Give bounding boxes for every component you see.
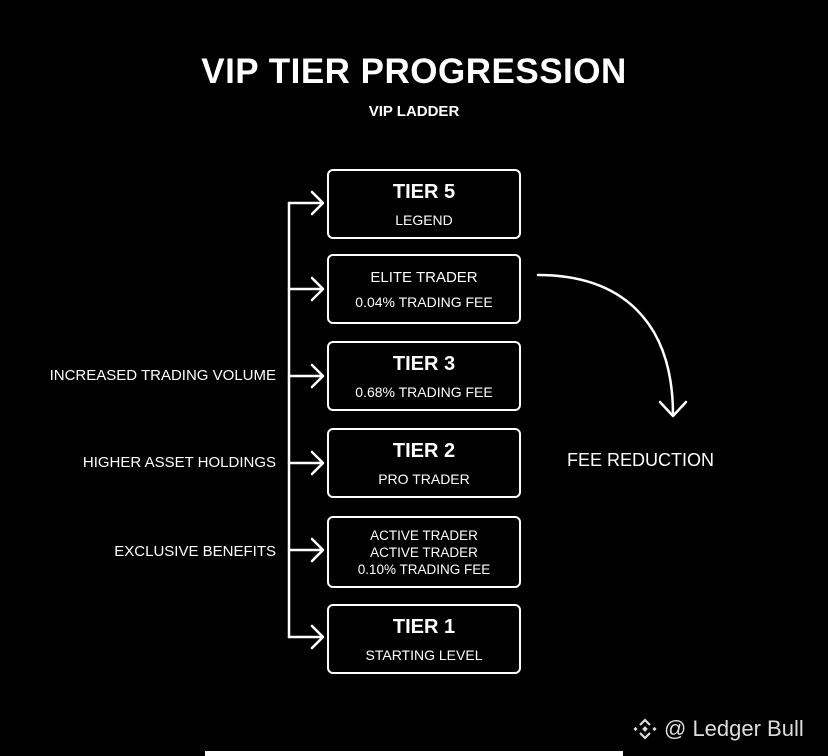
watermark: @ Ledger Bull	[632, 716, 804, 742]
tier-detail: 0.10% TRADING FEE	[357, 561, 491, 577]
elite-trader-box: ELITE TRADER 0.04% TRADING FEE	[327, 254, 521, 324]
tier-2-box: TIER 2 PRO TRADER	[327, 428, 521, 498]
factor-trading-volume: INCREASED TRADING VOLUME	[49, 367, 276, 384]
arrow-tier5	[287, 190, 325, 216]
tier-detail: ELITE TRADER	[370, 268, 478, 286]
watermark-text: @ Ledger Bull	[664, 716, 804, 741]
bottom-bar	[205, 751, 623, 756]
tier-detail: ACTIVE TRADER	[370, 527, 478, 543]
tier-heading: TIER 3	[392, 352, 456, 375]
tier-detail: ACTIVE TRADER	[370, 544, 478, 560]
arrow-tier3	[287, 363, 325, 389]
fee-reduction-arrow	[536, 273, 688, 418]
fee-reduction-label: FEE REDUCTION	[567, 450, 715, 470]
factor-exclusive-benefits: EXCLUSIVE BENEFITS	[114, 543, 276, 560]
tier-3-box: TIER 3 0.68% TRADING FEE	[327, 341, 521, 411]
arrow-active	[287, 537, 325, 563]
tier-heading: TIER 1	[392, 615, 456, 638]
arrow-elite	[287, 276, 325, 302]
tier-detail: 0.68% TRADING FEE	[355, 383, 493, 400]
tier-detail: LEGEND	[395, 211, 453, 228]
binance-logo-icon	[633, 718, 657, 740]
tier-1-box: TIER 1 STARTING LEVEL	[327, 604, 521, 674]
tier-heading: TIER 2	[392, 439, 456, 462]
tier-detail: PRO TRADER	[378, 470, 470, 487]
arrow-tier1	[287, 624, 325, 650]
tier-detail: 0.04% TRADING FEE	[355, 293, 493, 310]
tier-heading: TIER 5	[392, 180, 456, 203]
factor-asset-holdings: HIGHER ASSET HOLDINGS	[82, 454, 276, 471]
page-title: VIP TIER PROGRESSION	[201, 52, 627, 91]
active-trader-box: ACTIVE TRADER ACTIVE TRADER 0.10% TRADIN…	[327, 516, 521, 588]
arrow-tier2	[287, 450, 325, 476]
tier-detail: STARTING LEVEL	[365, 646, 483, 663]
tier-5-box: TIER 5 LEGEND	[327, 169, 521, 239]
page-subtitle: VIP LADDER	[368, 103, 460, 120]
